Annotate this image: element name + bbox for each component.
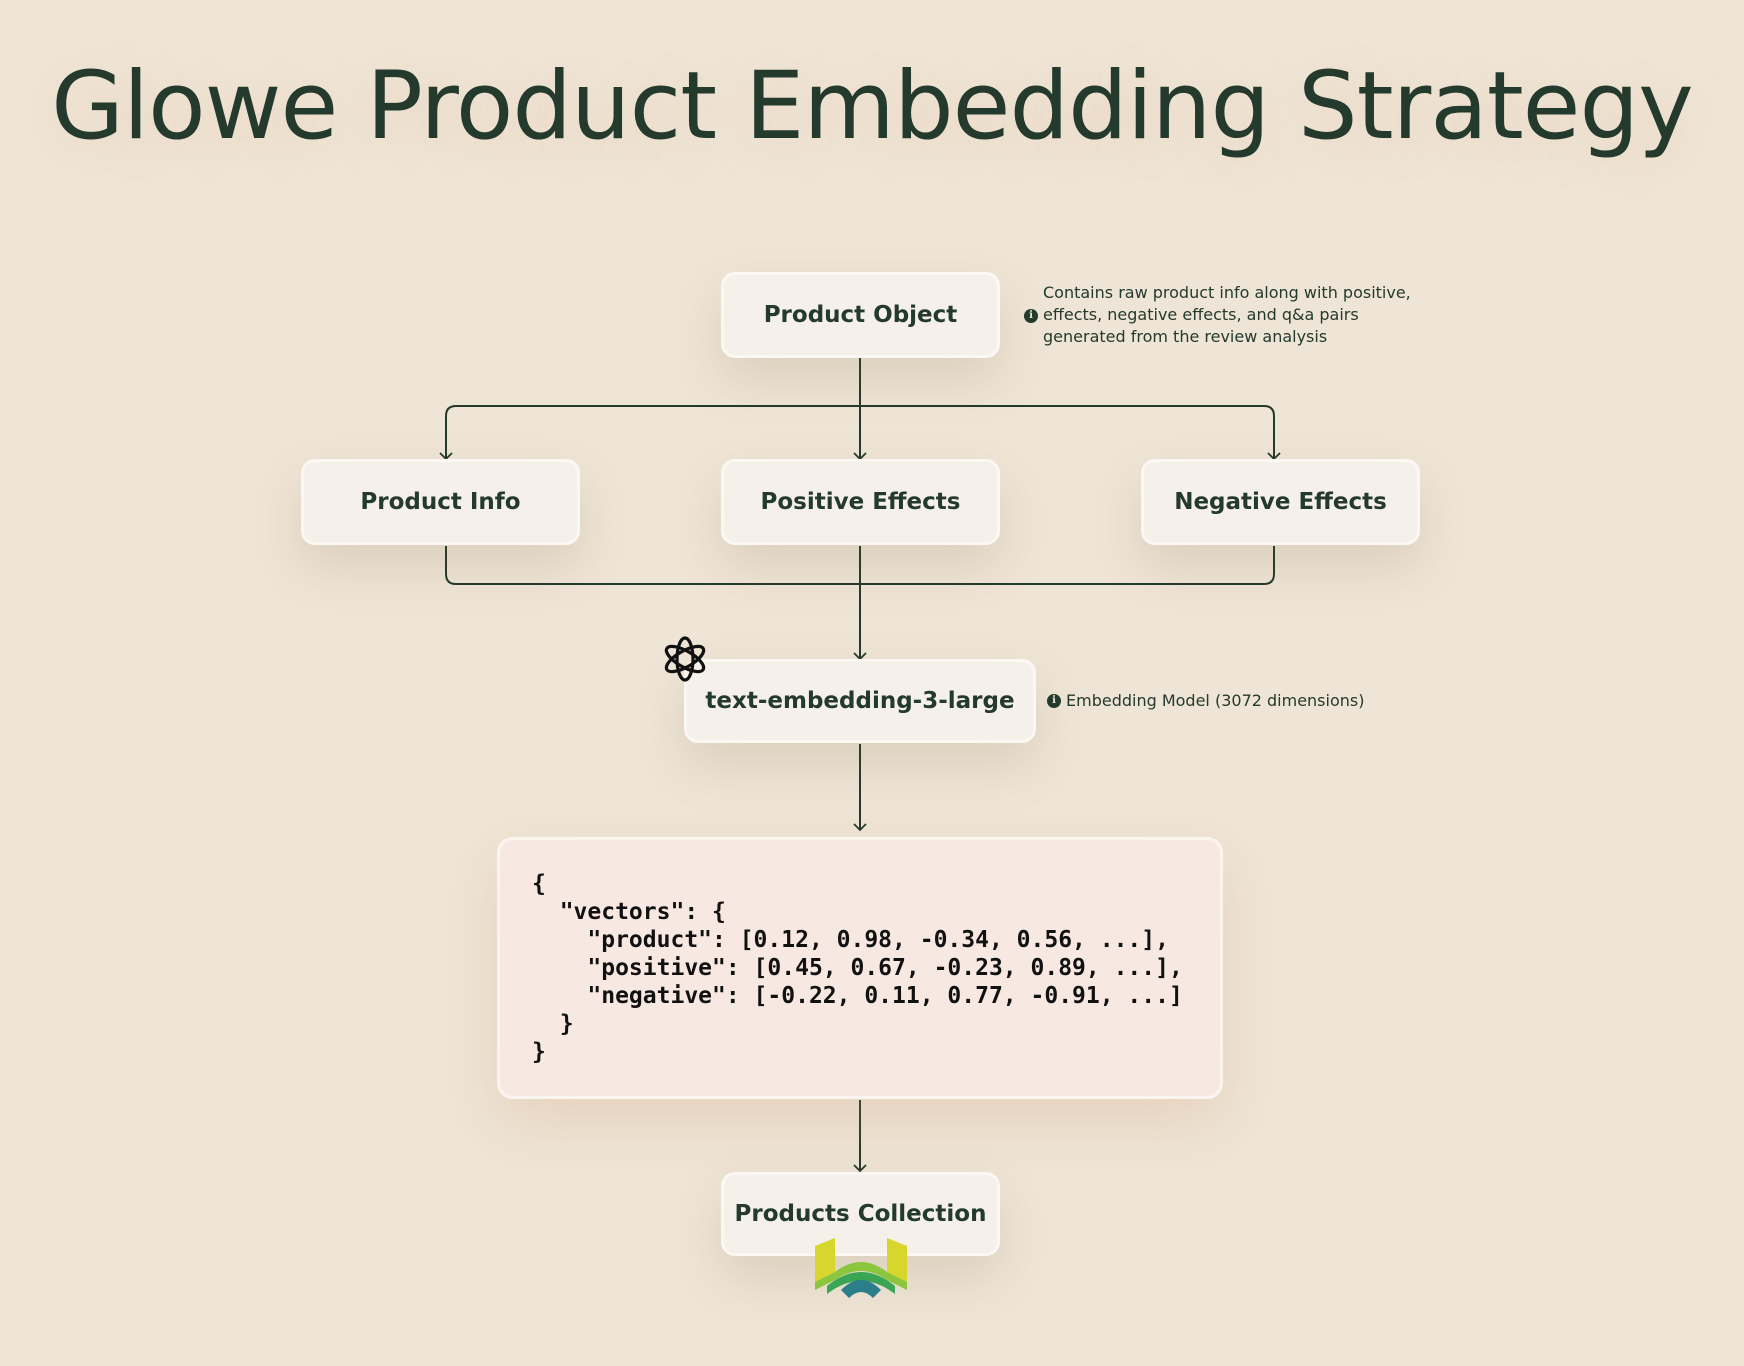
- note-model-text: Embedding Model (3072 dimensions): [1066, 691, 1365, 710]
- code-line: "product": [0.12, 0.98, -0.34, 0.56, ...…: [532, 927, 1169, 953]
- node-negative-effects-label: Negative Effects: [1174, 489, 1387, 515]
- openai-logo-icon: [664, 636, 706, 682]
- node-product-object: Product Object: [721, 272, 1000, 358]
- edge-from-negative-effects: [860, 546, 1275, 585]
- note-product-object: i Contains raw product info along with p…: [1024, 282, 1411, 348]
- note-line-2: effects, negative effects, and q&a pairs: [1043, 305, 1359, 324]
- edge-to-negative-effects: [860, 405, 1281, 461]
- node-positive-effects-label: Positive Effects: [760, 489, 961, 515]
- edge-to-product-info: [439, 405, 860, 461]
- note-embedding-model: i Embedding Model (3072 dimensions): [1047, 690, 1365, 712]
- info-icon: i: [1024, 309, 1038, 323]
- code-line: {: [532, 871, 546, 897]
- code-line: "vectors": {: [532, 899, 726, 925]
- node-negative-effects: Negative Effects: [1141, 459, 1420, 545]
- node-products-collection: Products Collection: [721, 1172, 1000, 1256]
- code-line: "negative": [-0.22, 0.11, 0.77, -0.91, .…: [532, 983, 1183, 1009]
- page-title: Glowe Product Embedding Strategy: [51, 52, 1694, 161]
- code-line: }: [532, 1011, 574, 1037]
- node-products-collection-label: Products Collection: [734, 1201, 987, 1227]
- node-product-object-label: Product Object: [763, 302, 958, 328]
- info-icon: i: [1047, 694, 1061, 708]
- code-line: "positive": [0.45, 0.67, -0.23, 0.89, ..…: [532, 955, 1183, 981]
- note-line-3: generated from the review analysis: [1043, 327, 1328, 346]
- node-positive-effects: Positive Effects: [721, 459, 1000, 545]
- note-line-1: Contains raw product info along with pos…: [1043, 283, 1411, 302]
- node-product-info: Product Info: [301, 459, 580, 545]
- node-embedding-model-label: text-embedding-3-large: [705, 688, 1015, 714]
- edge-from-product-info: [445, 546, 860, 585]
- node-product-info-label: Product Info: [360, 489, 521, 515]
- node-embedding-model: text-embedding-3-large: [684, 659, 1036, 743]
- weaviate-logo-icon: [815, 1238, 907, 1298]
- vectors-code-block: { "vectors": { "product": [0.12, 0.98, -…: [497, 837, 1223, 1099]
- code-line: }: [532, 1039, 546, 1065]
